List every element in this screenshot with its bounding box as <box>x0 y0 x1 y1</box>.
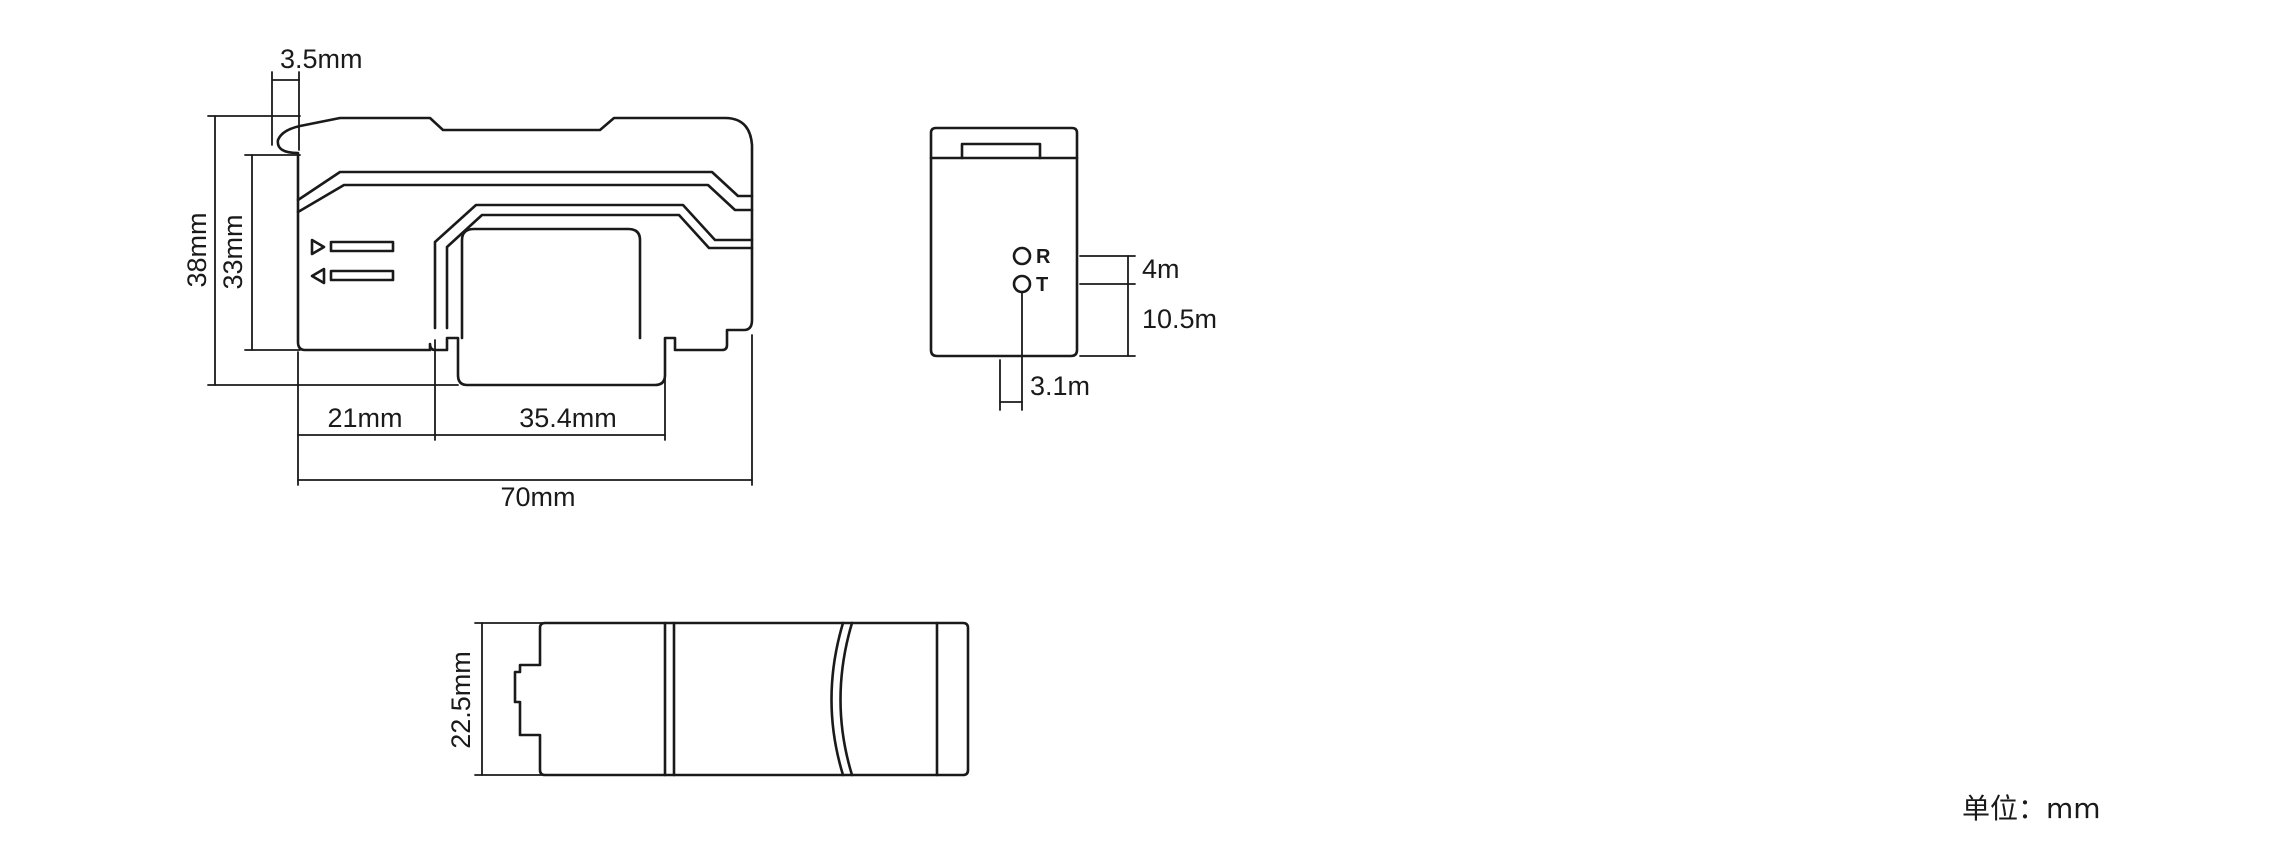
dim-led-offset: 3.1m <box>1030 371 1090 401</box>
led-t-label: T <box>1036 274 1048 296</box>
dim-overall-length: 70mm <box>500 482 575 512</box>
side-view: 3.5mm 38mm 33mm 21mm 35.4mm 70mm <box>182 44 754 512</box>
dim-front-hook: 3.5mm <box>280 44 363 74</box>
triangle-right-icon <box>310 238 326 256</box>
top-view: 22.5mm <box>446 621 970 777</box>
led-r-icon <box>1012 246 1032 266</box>
triangle-left-icon <box>310 267 326 285</box>
dim-body-height: 33mm <box>218 214 248 289</box>
side-view-window-frame-inner <box>445 213 754 330</box>
indicator-bar-bottom <box>329 269 395 282</box>
side-view-rail-outer <box>296 170 754 202</box>
top-view-housing <box>513 621 970 777</box>
led-t-icon <box>1012 274 1032 294</box>
front-view: R T 4m 10.5m 3.1m <box>929 126 1217 411</box>
side-view-housing <box>276 116 754 387</box>
side-view-rail-inner <box>296 183 754 214</box>
side-view-window <box>460 227 642 340</box>
led-r-label: R <box>1036 246 1051 268</box>
dim-offset: 21mm <box>327 403 402 433</box>
dim-led-pitch: 4m <box>1142 254 1180 284</box>
top-view-curve-inner <box>839 621 854 777</box>
dim-overall-height: 38mm <box>182 212 212 287</box>
front-view-housing <box>929 126 1079 358</box>
unit-label: 单位：mm <box>1962 792 2101 825</box>
dim-top-width: 22.5mm <box>446 651 476 749</box>
front-view-top-notch <box>960 142 1042 160</box>
top-view-curve-outer <box>830 621 845 777</box>
indicator-bar-top <box>329 240 395 253</box>
dim-window-width: 35.4mm <box>519 403 617 433</box>
dim-led-height: 10.5m <box>1142 304 1217 334</box>
side-view-window-frame-outer <box>433 203 754 330</box>
